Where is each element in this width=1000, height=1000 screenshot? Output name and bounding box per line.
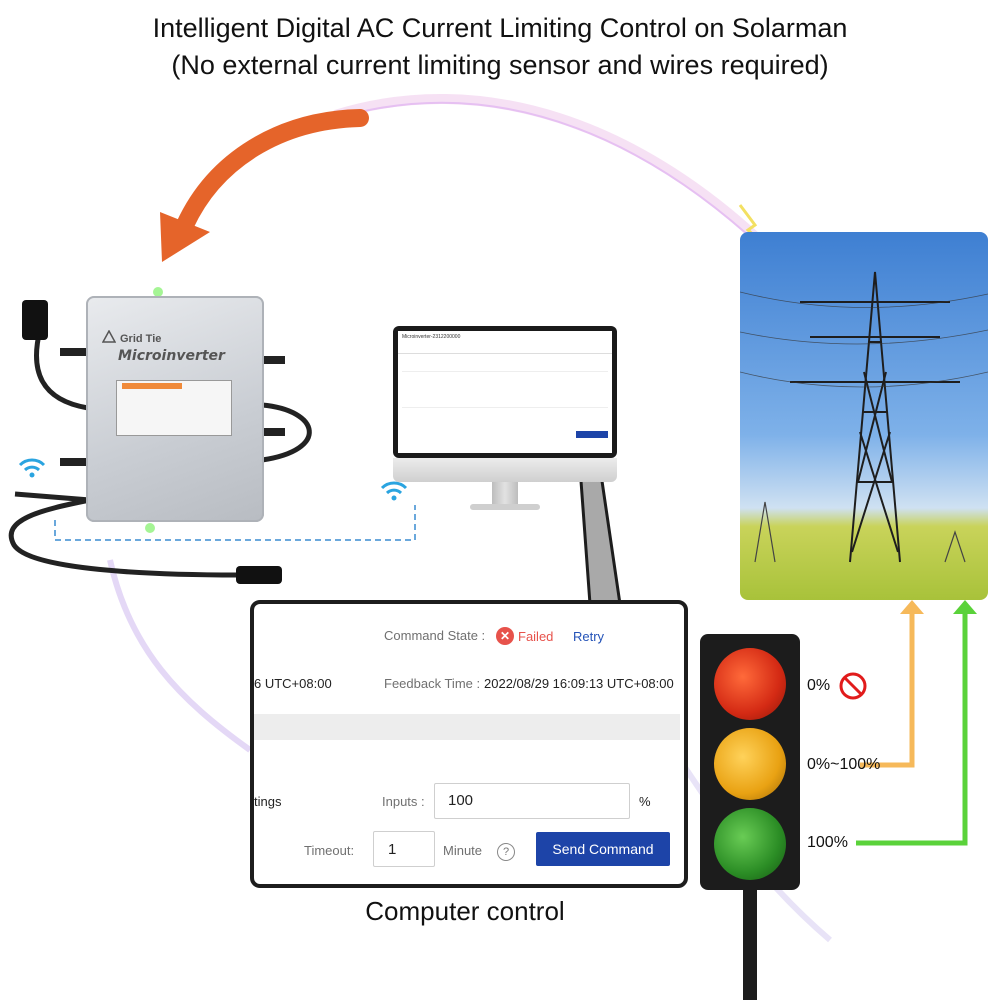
- lightning-arc: [333, 94, 784, 264]
- inverter-brand: Grid Tie: [120, 333, 162, 345]
- timeout-label: Timeout:: [304, 843, 355, 858]
- ac-cable: [14, 491, 91, 503]
- orange-arrow: [176, 109, 369, 234]
- signal-arrow-yellow: [900, 600, 924, 614]
- grid-tie-logo-icon: [101, 329, 117, 344]
- headline: Intelligent Digital AC Current Limiting …: [0, 10, 1000, 84]
- signal-line-green: [856, 612, 968, 846]
- headline-line-2: (No external current limiting sensor and…: [171, 50, 829, 80]
- command-state-value: Failed: [518, 629, 554, 644]
- traffic-light-pole: [743, 890, 757, 1000]
- timeout-field-value[interactable]: 1: [388, 841, 397, 858]
- status-led: [153, 287, 163, 297]
- inputs-field[interactable]: [434, 783, 630, 819]
- minute-unit: Minute: [443, 843, 483, 858]
- feedback-time-value: 2022/08/29 16:09:13 UTC+08:00: [484, 676, 674, 691]
- send-time-fragment: 6 UTC+08:00: [254, 676, 332, 691]
- feedback-time-label: Feedback Time :: [384, 676, 481, 691]
- pv-cable: [34, 329, 89, 411]
- inverter-spec-label-header: [122, 383, 182, 389]
- lightning-arc: [359, 101, 796, 281]
- send-command-button[interactable]: Send Command: [536, 832, 670, 866]
- red-lamp: [714, 648, 786, 720]
- percent-unit: %: [639, 794, 651, 809]
- inverter-model: Microinverter: [118, 348, 225, 364]
- signal-arrow-green: [953, 600, 977, 614]
- command-state-label: Command State :: [384, 628, 486, 643]
- help-icon[interactable]: ?: [497, 843, 515, 861]
- headline-line-1: Intelligent Digital AC Current Limiting …: [152, 13, 848, 43]
- caption: Computer control: [365, 896, 565, 926]
- pv-connector: [22, 300, 48, 340]
- inverter-spec-label: [116, 380, 232, 436]
- ac-connector: [236, 566, 282, 584]
- monitor-chin: [393, 458, 617, 482]
- wifi-icon: [18, 457, 46, 484]
- yellow-lamp-label: 0%~100%: [807, 756, 881, 773]
- inputs-label: Inputs :: [382, 794, 425, 809]
- no-entry-icon: [838, 671, 868, 706]
- failed-icon: ✕: [496, 627, 514, 645]
- timeout-field[interactable]: [373, 831, 435, 867]
- red-lamp-label: 0%: [807, 677, 831, 694]
- inputs-field-value[interactable]: 100: [448, 792, 474, 809]
- monitor-screen: [398, 331, 612, 453]
- status-led: [145, 523, 155, 533]
- green-lamp: [714, 808, 786, 880]
- monitor-stand: [492, 482, 518, 506]
- green-lamp-label: 100%: [807, 834, 848, 851]
- lightning-arc: [107, 559, 252, 753]
- screen-title: Microinverter-2312200000: [402, 334, 461, 340]
- ac-cable: [8, 497, 239, 578]
- orange-arrow-head: [160, 212, 210, 262]
- section-divider: [254, 714, 680, 740]
- dashed-connection: [54, 505, 416, 541]
- signal-line-yellow: [860, 612, 915, 768]
- yellow-lamp: [714, 728, 786, 800]
- pv-cable: [261, 402, 312, 463]
- settings-fragment: tings: [254, 794, 282, 809]
- retry-link[interactable]: Retry: [573, 629, 605, 644]
- power-pylon-photo: [740, 232, 988, 600]
- wifi-icon: [380, 480, 408, 507]
- monitor-base: [470, 504, 540, 510]
